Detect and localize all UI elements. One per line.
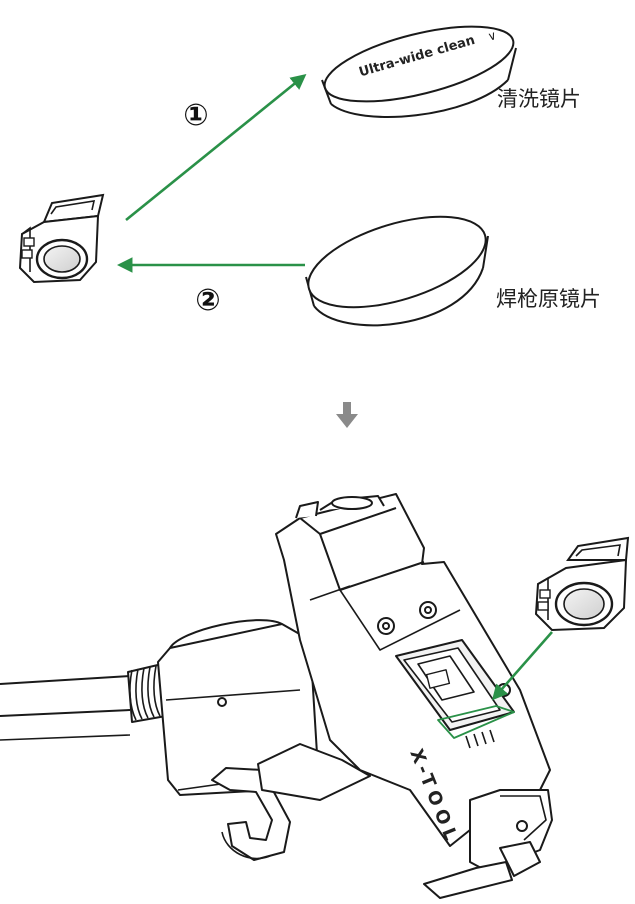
down-arrow-icon <box>336 402 358 428</box>
engraving-mark: ∨ <box>486 28 498 44</box>
step2-badge: ② <box>195 283 220 318</box>
lens-seat-highlight <box>437 705 515 739</box>
lens-holder-icon <box>18 193 105 284</box>
step1-badge: ① <box>183 98 208 133</box>
welding-torch-icon <box>0 493 553 899</box>
clean-lens-label: 清洗镜片 <box>497 87 581 111</box>
arrow-insert <box>491 631 553 701</box>
original-lens-label: 焊枪原镜片 <box>496 287 601 311</box>
original-lens-disc <box>305 215 489 327</box>
arrow-step1 <box>125 74 307 222</box>
replacement-lens-holder-icon <box>534 536 630 632</box>
clean-lens-disc: Ultra-wide clean ∨ <box>321 25 517 118</box>
